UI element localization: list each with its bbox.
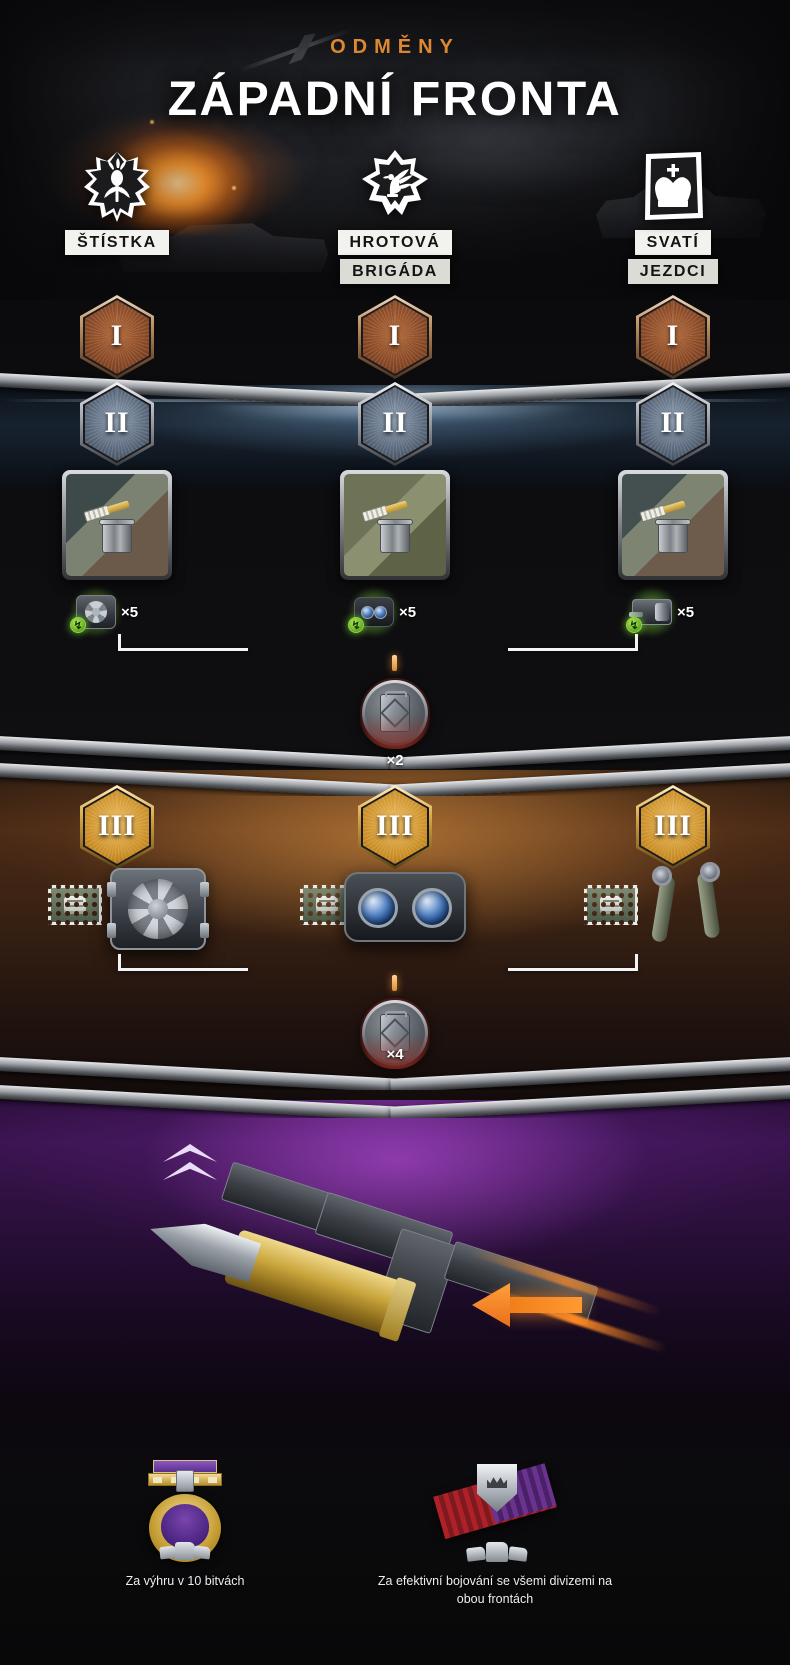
- fist-emblem-stamp[interactable]: [48, 885, 102, 925]
- improved-ammunition-shell[interactable]: [150, 1161, 670, 1370]
- chevron-divider-5: [0, 1084, 790, 1118]
- fuel-can-medallion-tier3[interactable]: [359, 1000, 431, 1069]
- connector-tick-tier2: [392, 655, 397, 671]
- medal-caption-1: Za výhru v 10 bitvách: [125, 1574, 245, 1588]
- rank-hex-tier2-col1[interactable]: II: [80, 382, 154, 466]
- rank-hex-tier3-col2[interactable]: III: [358, 785, 432, 869]
- division-name-stistka: ŠTÍSTKA: [65, 230, 169, 255]
- bracket-right-tier3: [508, 954, 638, 990]
- upgrade-arrow-badge: ↯: [348, 617, 364, 633]
- rank-label: I: [110, 319, 124, 352]
- rank-label: III: [375, 809, 415, 842]
- crown-square-emblem: [636, 148, 710, 226]
- improved-ventilation-icon[interactable]: ↯: [69, 588, 123, 636]
- paint-can-icon: [361, 500, 426, 554]
- medals-band: [0, 1400, 790, 1665]
- fuel-can-medallion-tier2[interactable]: [359, 680, 431, 749]
- gun-laying-drive-icon[interactable]: ↯: [625, 588, 679, 636]
- tier2-multiplier-col1: ×5: [121, 603, 139, 621]
- thistle-cross-emblem: [80, 148, 154, 226]
- fist-icon: [316, 896, 338, 914]
- upgrade-arrow-badge: ↯: [626, 617, 642, 633]
- tier2-equipment-row-col2[interactable]: ↯ ×5: [347, 588, 417, 636]
- bracket-left-tier3: [118, 954, 248, 990]
- fist-emblem-stamp[interactable]: [584, 885, 638, 925]
- rank-label: III: [653, 809, 693, 842]
- torsion-bars-large[interactable]: [650, 862, 721, 944]
- rank-hex-tier1-col3[interactable]: I: [636, 295, 710, 379]
- rank-label: II: [660, 406, 686, 439]
- emblem-wrap: [280, 148, 510, 228]
- jerrycan-icon: [380, 1011, 410, 1052]
- tier2-multiplier-col2: ×5: [399, 603, 417, 621]
- tier2-multiplier-col3: ×5: [677, 603, 695, 621]
- binocular-telescope-icon[interactable]: ↯: [347, 588, 401, 636]
- rank-hex-tier1-col2[interactable]: I: [358, 295, 432, 379]
- tier2-equipment-row-col1[interactable]: ↯ ×5: [69, 588, 139, 636]
- rank-label: I: [388, 319, 402, 352]
- medal-block-1[interactable]: Za výhru v 10 bitvách: [120, 1460, 250, 1590]
- medal-block-2[interactable]: Za efektivní bojování se všemi divizemi …: [375, 1460, 615, 1608]
- rank-label: II: [382, 406, 408, 439]
- fist-icon: [600, 896, 622, 914]
- page-title: ZÁPADNÍ FRONTA: [167, 73, 623, 126]
- rank-hex-tier3-col1[interactable]: III: [80, 785, 154, 869]
- bracket-left-tier2: [118, 634, 248, 670]
- connector-tick-tier3: [392, 975, 397, 991]
- jerrycan-icon: [380, 691, 410, 732]
- division-name-hrotova: HROTOVÁ: [337, 230, 453, 255]
- silver-crown-shield-medal: [433, 1460, 557, 1564]
- division-column-svati[interactable]: SVATÍ JEZDCI: [558, 148, 788, 284]
- division-name-svati: SVATÍ: [634, 230, 712, 255]
- gold-wreath-tank-medal: [142, 1460, 228, 1564]
- camouflage-paint-can[interactable]: [340, 470, 450, 580]
- load-arrow-icon: [472, 1283, 582, 1327]
- rank-label: III: [97, 809, 137, 842]
- camouflage-paint-can[interactable]: [618, 470, 728, 580]
- tier2-equipment-row-col3[interactable]: ↯ ×5: [625, 588, 695, 636]
- division-column-stistka[interactable]: ŠTÍSTKA: [2, 148, 232, 255]
- eagle-star-emblem: [358, 148, 432, 226]
- paint-can-icon: [639, 500, 704, 554]
- tier2-shared-multiplier: ×2: [386, 752, 404, 769]
- medal-caption-2: Za efektivní bojování se všemi divizemi …: [377, 1574, 613, 1607]
- rank-label: I: [666, 319, 680, 352]
- division-name-hrotova-line2: BRIGÁDA: [340, 259, 450, 284]
- fist-icon: [64, 896, 86, 914]
- bracket-right-tier2: [508, 634, 638, 670]
- tier3-shared-multiplier: ×4: [386, 1046, 404, 1063]
- emblem-wrap: [558, 148, 788, 228]
- emblem-wrap: [2, 148, 232, 228]
- division-name-svati-line2: JEZDCI: [627, 259, 719, 284]
- hero-kicker: ODMĚNY: [330, 36, 460, 58]
- improved-ventilation-large[interactable]: [107, 868, 209, 950]
- rank-hex-tier3-col3[interactable]: III: [636, 785, 710, 869]
- rank-label: II: [104, 406, 130, 439]
- camouflage-paint-can[interactable]: [62, 470, 172, 580]
- rank-hex-tier1-col1[interactable]: I: [80, 295, 154, 379]
- binocular-telescope-large[interactable]: [344, 872, 466, 942]
- upgrade-arrow-badge: ↯: [70, 617, 86, 633]
- division-column-hrotova[interactable]: HROTOVÁ BRIGÁDA: [280, 148, 510, 284]
- paint-can-icon: [83, 500, 148, 554]
- double-chevron-up-icon: [163, 1142, 217, 1188]
- rank-hex-tier2-col3[interactable]: II: [636, 382, 710, 466]
- rank-hex-tier2-col2[interactable]: II: [358, 382, 432, 466]
